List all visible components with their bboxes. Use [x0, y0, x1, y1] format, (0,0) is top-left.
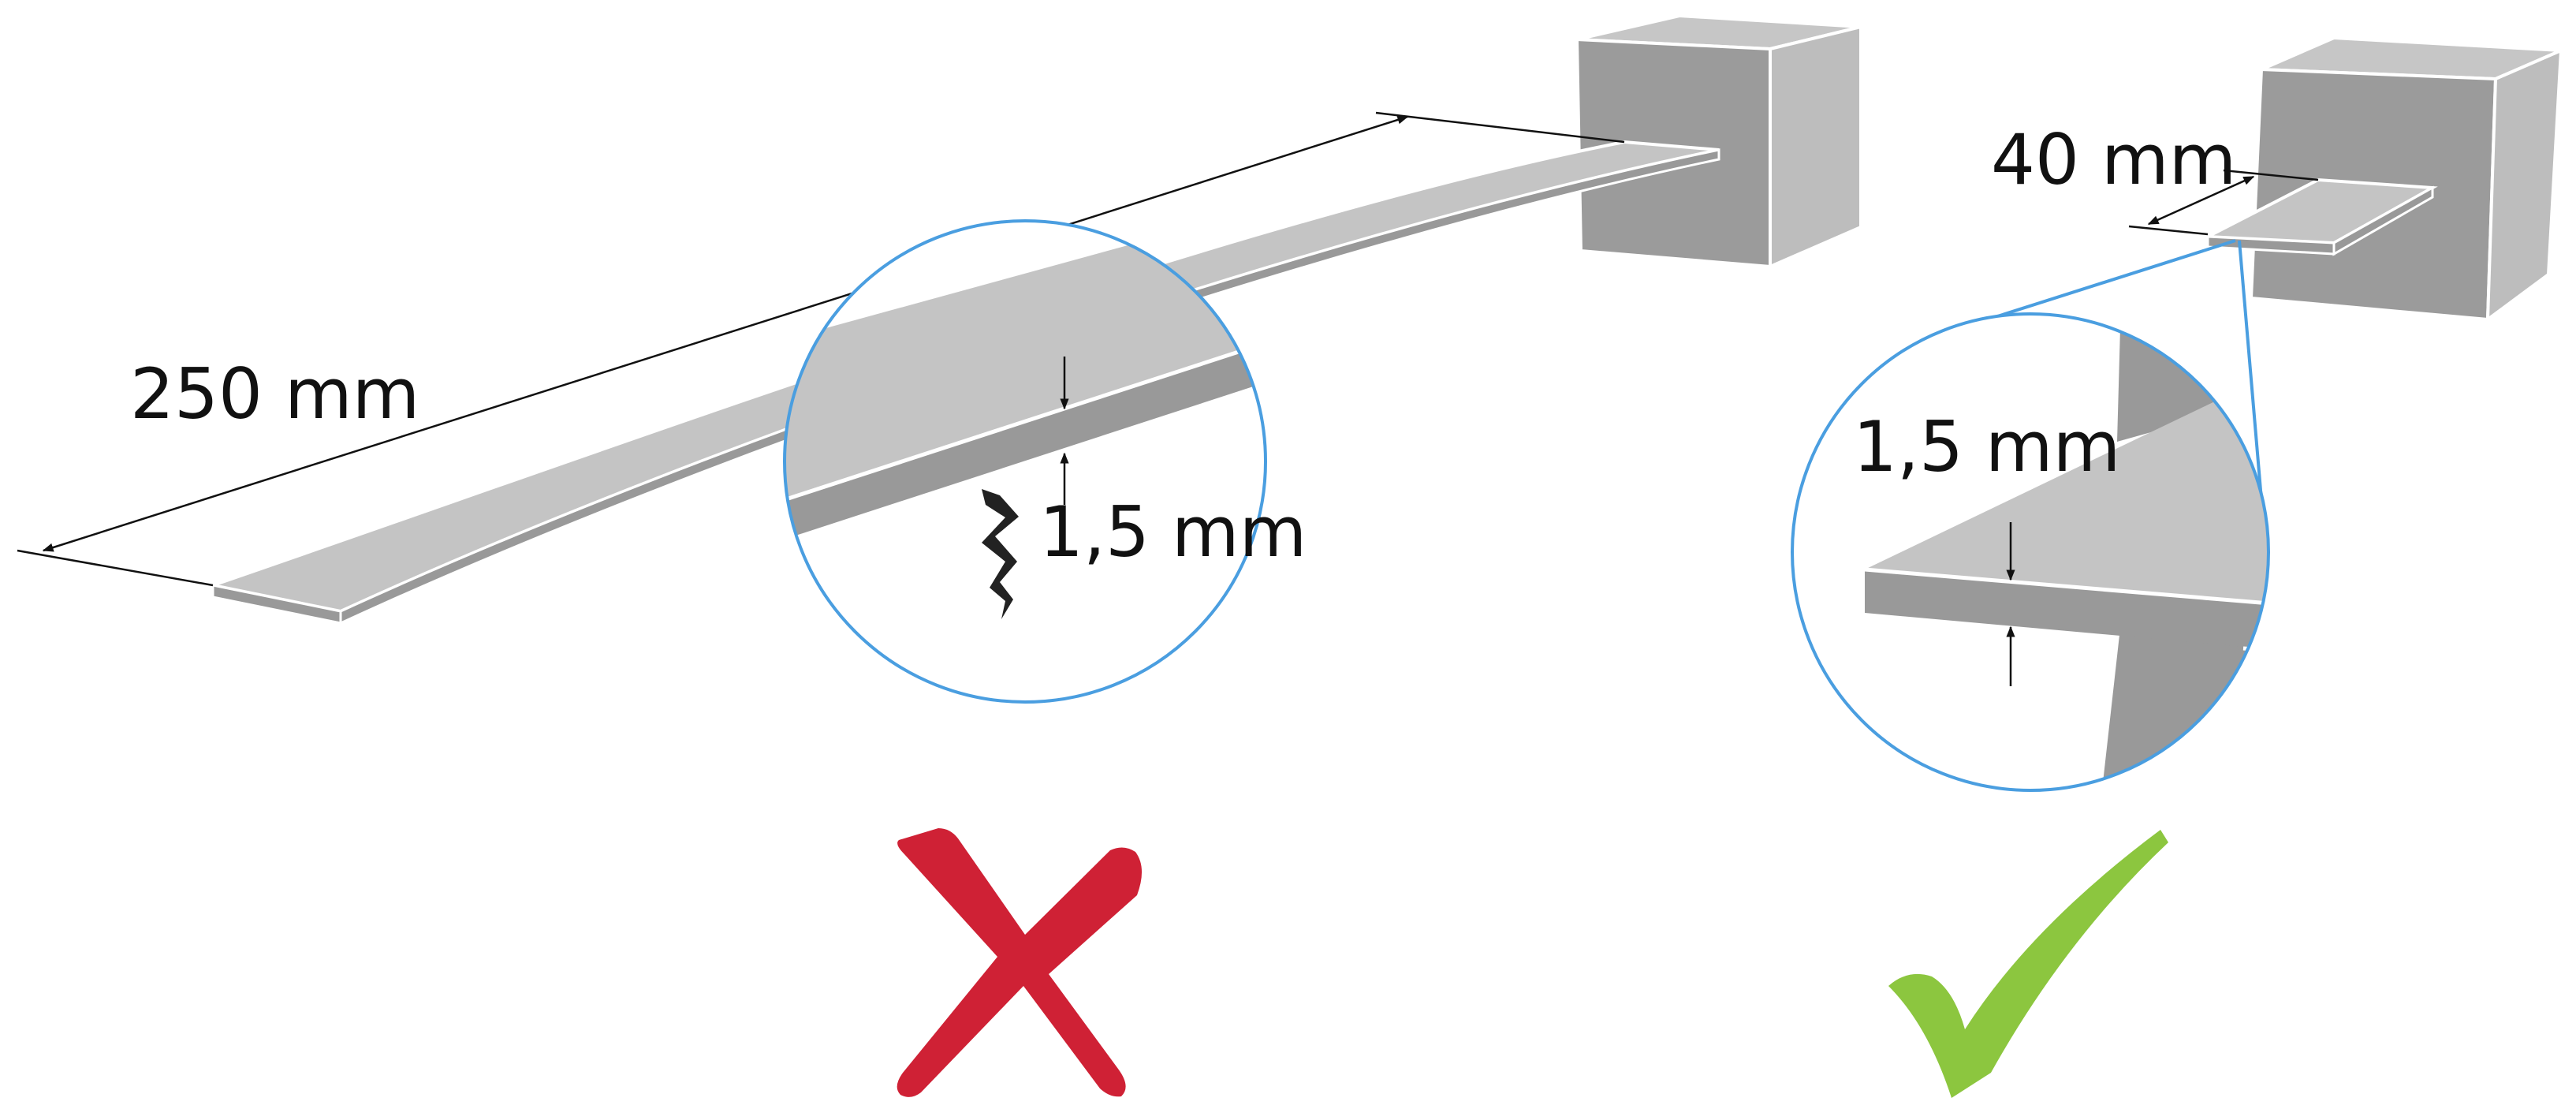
width-dimension [2128, 169, 2319, 236]
cross-icon [897, 828, 1143, 1097]
crack-icon [982, 489, 1019, 619]
left-panel: 250 mm 1,5 mm [17, 13, 1862, 1097]
width-label: 40 mm [1991, 119, 2236, 200]
left-thickness-label: 1,5 mm [1039, 491, 1307, 573]
right-panel: 40 mm 1,5 mm [1791, 35, 2563, 1098]
right-magnifier [1791, 312, 2270, 792]
checkmark-icon [1888, 830, 2168, 1098]
left-magnifier [783, 219, 1267, 704]
right-thickness-label: 1,5 mm [1853, 406, 2120, 487]
length-label: 250 mm [130, 353, 419, 435]
length-dimension [17, 111, 1625, 587]
